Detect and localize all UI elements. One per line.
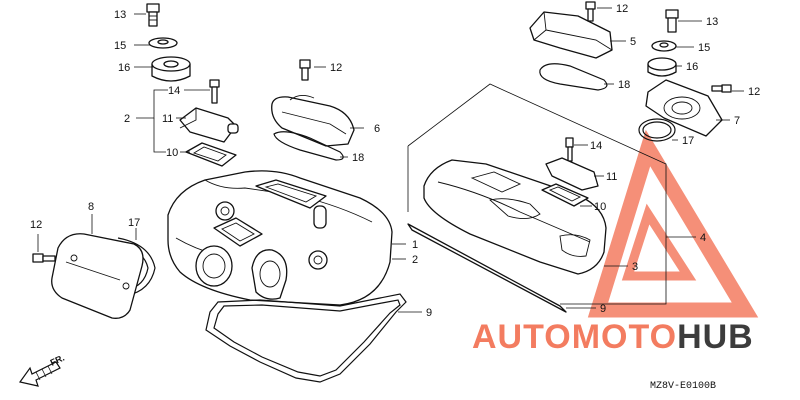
watermark-brand: AUTOMOTOHUB (472, 318, 754, 356)
brand-part1: AUTOMOTO (472, 318, 677, 356)
leader-lines (37, 7, 744, 313)
callout-right-5: 5 (630, 36, 636, 48)
callout-left-12: 12 (30, 219, 42, 231)
gasket-10-right (541, 183, 589, 207)
gasket-18-mid (273, 131, 344, 161)
breather-cover-11-left (179, 107, 239, 143)
bolt-14-left (209, 79, 220, 104)
callout-right-9: 9 (600, 303, 606, 315)
svg-text:AUTOMOTOHUB: AUTOMOTOHUB (472, 318, 754, 356)
front-label: FR. (49, 353, 66, 368)
bolt-13-right (665, 9, 679, 33)
callout-mid-18: 18 (352, 152, 364, 164)
watermark-triangle (587, 129, 759, 318)
callout-left-14: 14 (168, 85, 180, 97)
callout-right-17: 17 (682, 135, 694, 147)
callout-left-13: 13 (114, 9, 126, 21)
washer-15-right (651, 40, 677, 52)
gasket-18-right (539, 63, 608, 91)
callout-main-1: 1 (412, 239, 418, 251)
plate-7 (645, 79, 723, 137)
callout-right-13: 13 (706, 16, 718, 28)
callout-left-16: 16 (118, 62, 130, 74)
breather-11-right (545, 157, 599, 191)
callout-main-9: 9 (426, 307, 432, 319)
gasket-17-right (638, 118, 676, 142)
bolt-13-left (146, 3, 160, 27)
cover-5-right (529, 11, 613, 59)
callout-right-16: 16 (686, 61, 698, 73)
grommet-16-right (647, 57, 677, 77)
callout-mid-12: 12 (330, 62, 342, 74)
bolt-12-left (32, 253, 56, 263)
front-direction-arrow: FR. (18, 353, 66, 387)
cylinder-head-cover-main (167, 170, 393, 306)
grommet-16-left (151, 56, 191, 82)
washer-15-left (148, 37, 178, 49)
callout-labels: 13 15 16 14 2 11 10 12 6 18 12 8 17 1 2 … (30, 3, 760, 319)
bolt-12-right-top (585, 1, 596, 22)
callout-right-12a: 12 (616, 3, 628, 15)
bolt-12-right-mid (711, 84, 732, 93)
callout-left-2: 2 (124, 113, 130, 125)
callout-left-15: 15 (114, 40, 126, 52)
bolt-14-right (565, 137, 574, 162)
side-cover-8 (51, 233, 144, 319)
callout-main-2: 2 (412, 254, 418, 266)
callout-right-4: 4 (700, 232, 706, 244)
brand-part2: HUB (677, 318, 754, 356)
callout-right-12b: 12 (748, 86, 760, 98)
diagram-code: MZ8V-E0100B (650, 381, 716, 392)
breather-cover-6 (271, 95, 355, 147)
callout-right-10: 10 (594, 201, 606, 213)
callout-right-18: 18 (618, 79, 630, 91)
assembly-frame-4 (407, 83, 667, 305)
gasket-10-left (185, 142, 237, 167)
callout-left-10: 10 (166, 147, 178, 159)
callout-left-17: 17 (128, 217, 140, 229)
callout-left-8: 8 (88, 201, 94, 213)
head-cover-3 (423, 159, 607, 275)
callout-right-15: 15 (698, 42, 710, 54)
callout-right-11: 11 (606, 171, 617, 183)
bolt-12-mid (299, 59, 311, 81)
callout-mid-6: 6 (374, 123, 380, 135)
gasket-strip-9-right (407, 223, 567, 313)
callout-right-7: 7 (734, 115, 740, 127)
callout-right-3: 3 (632, 261, 638, 273)
callout-right-14: 14 (590, 140, 602, 152)
head-cover-gasket-9 (205, 293, 407, 383)
callout-left-11: 11 (162, 113, 173, 125)
